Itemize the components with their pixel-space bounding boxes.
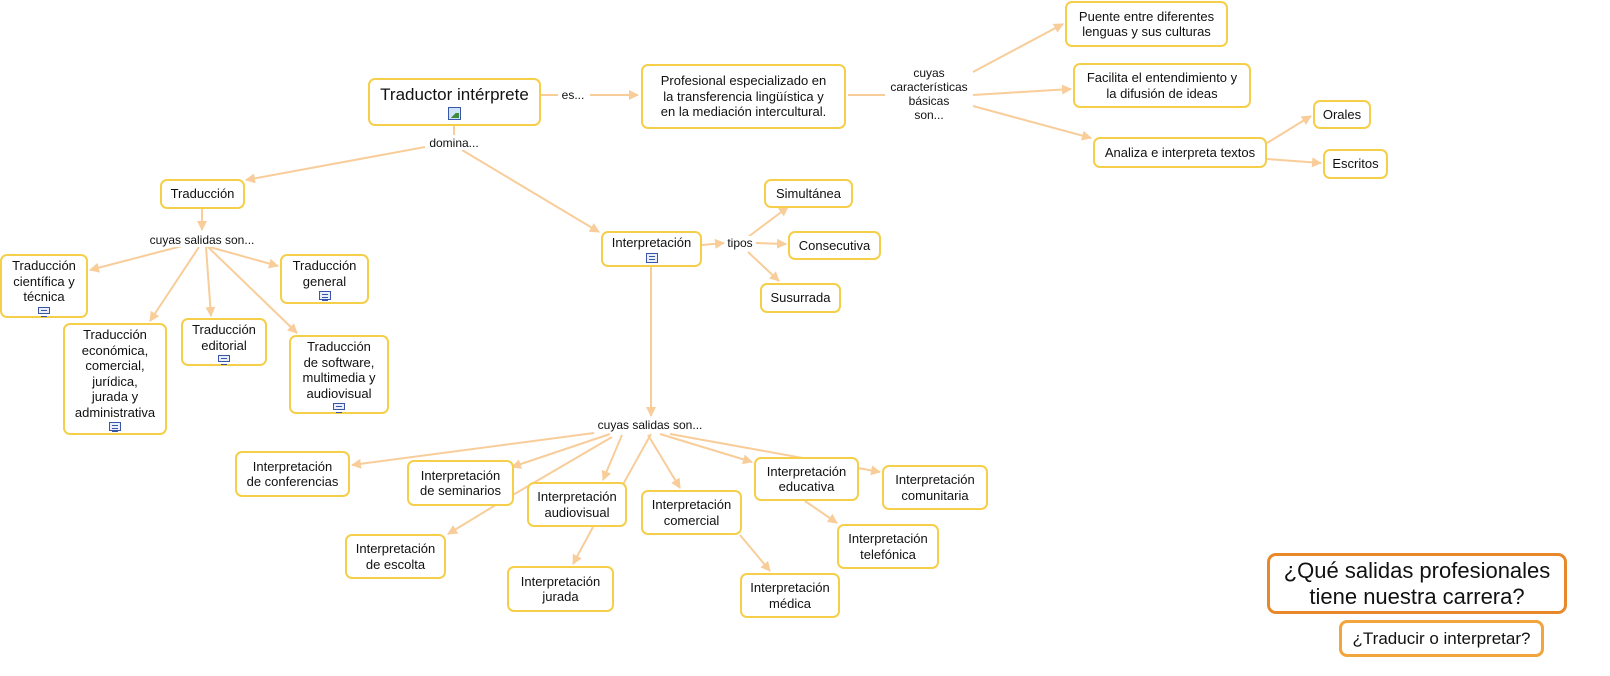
connector-line xyxy=(1266,115,1312,144)
connector-line xyxy=(89,245,183,273)
node-int-telefonica[interactable]: Interpretación telefónica xyxy=(837,524,939,569)
node-consecutiva[interactable]: Consecutiva xyxy=(788,231,881,260)
node-label: Interpretación de conferencias xyxy=(246,458,339,490)
document-icon[interactable] xyxy=(318,291,331,300)
node-label: Consecutiva xyxy=(798,237,871,253)
node-int-conferencias[interactable]: Interpretación de conferencias xyxy=(235,451,350,497)
node-int-comunitaria[interactable]: Interpretación comunitaria xyxy=(882,465,988,510)
node-traduccion[interactable]: Traducción xyxy=(160,179,245,209)
connector-line xyxy=(572,526,594,565)
connector-line xyxy=(205,246,216,317)
node-label: Facilita el entendimiento y la difusión … xyxy=(1086,70,1238,101)
connector-line xyxy=(149,246,200,322)
node-label: Analiza e interpreta textos xyxy=(1104,144,1256,160)
document-icon[interactable] xyxy=(109,422,121,431)
node-traductor-interprete[interactable]: Traductor intérprete xyxy=(368,78,541,126)
connector-line xyxy=(351,432,595,469)
node-int-audiovisual[interactable]: Interpretación audiovisual xyxy=(527,482,627,527)
node-label: Puente entre diferentes lenguas y sus cu… xyxy=(1078,8,1215,40)
subtitle-text: ¿Traducir o interpretar? xyxy=(1352,628,1531,648)
node-label: Escritos xyxy=(1332,156,1379,172)
map-subtitle: ¿Traducir o interpretar? xyxy=(1339,620,1544,657)
connector-line xyxy=(601,434,623,481)
link-phrase-tipos: tipos xyxy=(727,236,753,250)
connector-line xyxy=(755,238,787,249)
node-int-medica[interactable]: Interpretación médica xyxy=(740,573,840,618)
node-trad-cientifica[interactable]: Traducción científica y técnica xyxy=(0,254,88,318)
node-label: Traducción de software, multimedia y aud… xyxy=(302,339,376,401)
node-label: Traducción científica y técnica xyxy=(12,258,76,304)
node-escritos[interactable]: Escritos xyxy=(1323,149,1388,179)
link-phrase-es: es... xyxy=(561,88,585,102)
connector-line xyxy=(659,433,753,465)
connector-line xyxy=(972,23,1064,73)
connector-line xyxy=(804,500,838,524)
link-phrase-salidas-traduccion: cuyas salidas son... xyxy=(149,233,255,247)
node-label: Interpretación audiovisual xyxy=(537,489,617,520)
connector-line xyxy=(647,434,681,489)
image-icon[interactable] xyxy=(448,106,461,120)
node-int-seminarios[interactable]: Interpretación de seminarios xyxy=(407,460,514,506)
node-label: Orales xyxy=(1322,106,1362,122)
connector-line xyxy=(1266,157,1322,168)
node-label: Traductor intérprete xyxy=(380,84,529,104)
connector-line xyxy=(747,251,780,282)
connector-line xyxy=(620,433,652,489)
node-label: Interpretación de escolta xyxy=(355,541,436,572)
node-trad-software[interactable]: Traducción de software, multimedia y aud… xyxy=(289,335,389,414)
node-simultanea[interactable]: Simultánea xyxy=(764,179,853,208)
connector-line xyxy=(972,84,1072,96)
node-label: Interpretación telefónica xyxy=(848,531,928,562)
connector-line xyxy=(701,238,725,249)
node-trad-editorial[interactable]: Traducción editorial xyxy=(181,318,267,366)
title-text: ¿Qué salidas profesionales tiene nuestra… xyxy=(1283,557,1551,609)
connector-line xyxy=(205,245,279,269)
connector-line xyxy=(461,149,600,233)
node-label: Interpretación médica xyxy=(750,580,830,611)
node-facilita[interactable]: Facilita el entendimiento y la difusión … xyxy=(1073,63,1251,108)
connector-line xyxy=(447,505,495,535)
connector-line xyxy=(972,105,1092,141)
node-trad-general[interactable]: Traducción general xyxy=(280,254,369,304)
node-label: Interpretación comercial xyxy=(651,497,732,528)
document-icon[interactable] xyxy=(645,252,658,263)
connector-line xyxy=(207,246,298,334)
node-int-comercial[interactable]: Interpretación comercial xyxy=(641,490,742,535)
node-label: Interpretación de seminarios xyxy=(420,467,501,499)
node-int-escolta[interactable]: Interpretación de escolta xyxy=(345,534,446,579)
node-interpretacion[interactable]: Interpretación xyxy=(601,231,702,267)
node-label: Profesional especializado en la transfer… xyxy=(660,73,827,120)
node-puente[interactable]: Puente entre diferentes lenguas y sus cu… xyxy=(1065,1,1228,47)
node-int-educativa[interactable]: Interpretación educativa xyxy=(754,457,859,501)
node-profesional[interactable]: Profesional especializado en la transfer… xyxy=(641,64,846,129)
document-icon[interactable] xyxy=(38,306,50,314)
node-label: Traducción xyxy=(170,186,235,202)
node-int-jurada[interactable]: Interpretación jurada xyxy=(507,566,614,612)
link-phrase-domina: domina... xyxy=(429,136,479,150)
node-label: Traducción editorial xyxy=(192,322,256,353)
node-label: Interpretación educativa xyxy=(766,463,847,495)
node-label: Susurrada xyxy=(770,290,831,306)
connector-line xyxy=(747,206,789,238)
node-orales[interactable]: Orales xyxy=(1313,100,1371,129)
connector-line xyxy=(739,534,771,572)
node-label: Traducción económica, comercial, jurídic… xyxy=(74,327,156,420)
node-label: Interpretación xyxy=(611,235,692,250)
node-label: Simultánea xyxy=(775,185,842,201)
node-label: Interpretación jurada xyxy=(520,573,601,605)
map-title: ¿Qué salidas profesionales tiene nuestra… xyxy=(1267,553,1567,614)
connector-line xyxy=(511,433,611,469)
link-phrase-caracteristicas: cuyas características básicas son... xyxy=(890,66,968,122)
node-susurrada[interactable]: Susurrada xyxy=(760,283,841,313)
link-phrase-salidas-interpretacion: cuyas salidas son... xyxy=(597,418,703,432)
connector-line xyxy=(245,146,426,184)
node-label: Traducción general xyxy=(292,258,357,289)
node-label: Interpretación comunitaria xyxy=(895,472,975,503)
document-icon[interactable] xyxy=(333,403,345,410)
node-trad-economica[interactable]: Traducción económica, comercial, jurídic… xyxy=(63,323,167,435)
node-analiza[interactable]: Analiza e interpreta textos xyxy=(1093,137,1267,168)
document-icon[interactable] xyxy=(218,355,230,362)
